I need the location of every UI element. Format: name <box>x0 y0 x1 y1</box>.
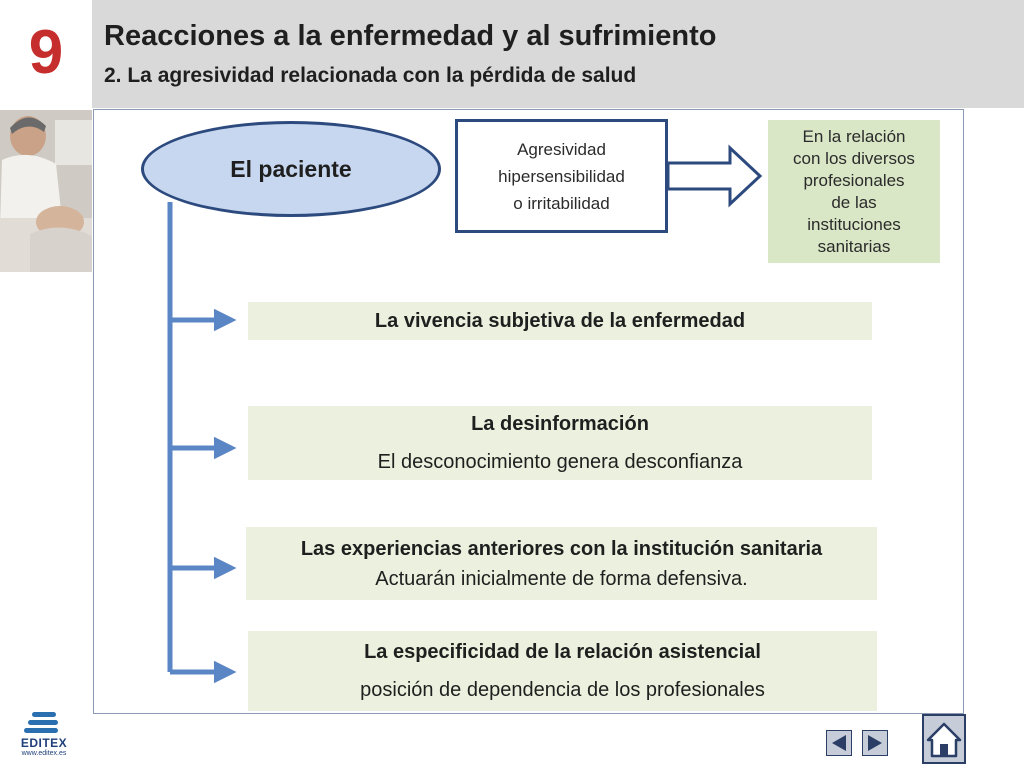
logo-text: EDITEX <box>20 736 68 750</box>
relation-line-1: En la relación <box>802 126 906 146</box>
item-title: La especificidad de la relación asistenc… <box>364 641 761 663</box>
relation-line-2: con los diversos <box>793 148 915 168</box>
item-title: Las experiencias anteriores con la insti… <box>300 537 823 560</box>
chapter-number: 9 <box>28 18 64 87</box>
aggression-line-3: o irritabilidad <box>513 193 610 213</box>
home-button[interactable] <box>922 714 966 764</box>
item-care-relationship: La especificidad de la relación asistenc… <box>248 631 877 711</box>
item-misinformation: La desinformación El desconocimiento gen… <box>248 406 872 480</box>
item-title: La vivencia subjetiva de la enfermedad <box>374 310 746 332</box>
page-subtitle: 2. La agresividad relacionada con la pér… <box>104 64 637 87</box>
patient-label: El paciente <box>230 155 352 182</box>
triangle-right-icon <box>868 735 882 751</box>
page-title: Reacciones a la enfermedad y al sufrimie… <box>104 20 717 52</box>
item-detail: Actuarán inicialmente de forma defensiva… <box>375 567 748 590</box>
item-detail: posición de dependencia de los profesion… <box>360 679 765 701</box>
block-arrow <box>666 144 763 208</box>
editex-logo: EDITEX www.editex.es <box>14 712 74 758</box>
aggression-line-2: hipersensibilidad <box>498 166 625 186</box>
aggression-box: Agresividad hipersensibilidad o irritabi… <box>455 119 668 233</box>
relation-box: En la relación con los diversos profesio… <box>768 120 940 263</box>
item-detail: El desconocimiento genera desconfianza <box>377 451 743 473</box>
item-previous-experiences: Las experiencias anteriores con la insti… <box>246 527 877 600</box>
logo-url: www.editex.es <box>21 750 67 757</box>
chapter-box: 9 <box>0 0 92 108</box>
triangle-left-icon <box>832 735 846 751</box>
patient-ellipse: El paciente <box>141 121 441 217</box>
relation-line-5: instituciones <box>807 214 901 234</box>
item-title: La desinformación <box>471 413 649 435</box>
header-band <box>0 0 1024 108</box>
relation-line-6: sanitarias <box>817 236 891 256</box>
item-subjective-experience: La vivencia subjetiva de la enfermedad <box>248 302 872 340</box>
relation-line-3: profesionales <box>803 170 905 190</box>
prev-button[interactable] <box>826 730 852 756</box>
home-icon <box>926 722 962 758</box>
aggression-line-1: Agresividad <box>517 139 606 159</box>
relation-line-4: de las <box>831 192 877 212</box>
doctor-patient-photo <box>0 110 92 272</box>
next-button[interactable] <box>862 730 888 756</box>
